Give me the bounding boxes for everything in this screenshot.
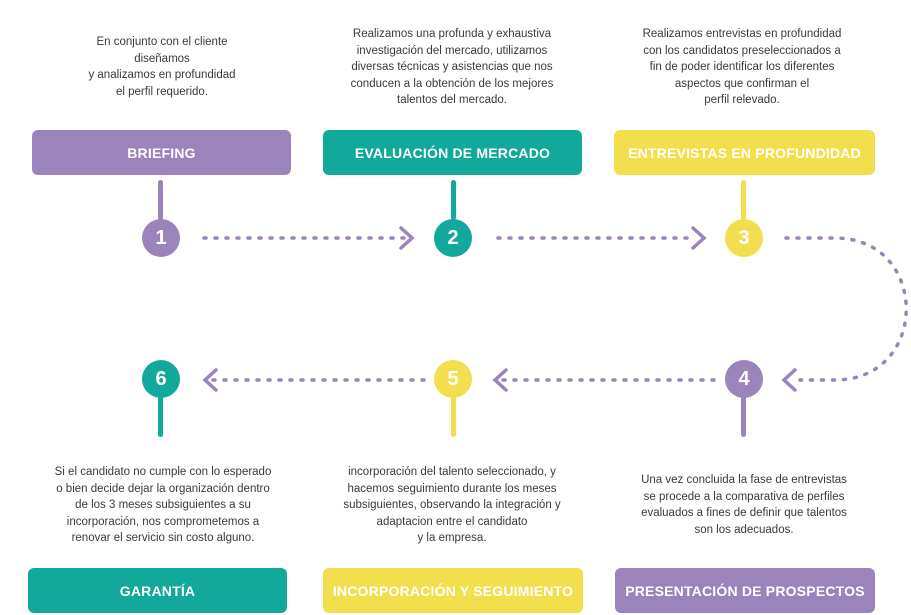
- step-6-circle: 6: [142, 360, 180, 398]
- step-6-stem: [158, 396, 163, 437]
- step-4-description: Una vez concluida la fase de entrevistas…: [641, 474, 847, 536]
- step-6-description: Si el candidato no cumple con lo esperad…: [54, 466, 272, 544]
- step-6-banner: GARANTÍA: [28, 568, 287, 613]
- step-3-banner: ENTREVISTAS EN PROFUNDIDAD: [614, 130, 875, 175]
- arrowhead-to-step-4: [781, 368, 797, 392]
- arrowhead-to-step-2: [399, 226, 415, 250]
- step-3-stem: [741, 180, 746, 220]
- step-5-stem: [451, 396, 456, 437]
- step-1-stem: [158, 180, 163, 220]
- step-3-description: Realizamos entrevistas en profundidad co…: [642, 28, 842, 106]
- connector-3-4: [784, 236, 908, 382]
- step-2-circle: 2: [434, 219, 472, 257]
- step-4-circle: 4: [725, 360, 763, 398]
- step-2-stem: [451, 180, 456, 220]
- step-4-stem: [741, 396, 746, 437]
- step-3-circle: 3: [725, 219, 763, 257]
- step-2-description: Realizamos una profunda y exhaustiva inv…: [350, 28, 554, 106]
- step-1-circle: 1: [142, 219, 180, 257]
- step-5-circle: 5: [434, 360, 472, 398]
- step-2-banner: EVALUACIÓN DE MERCADO: [323, 130, 582, 175]
- step-1-description: En conjunto con el cliente diseñamos y a…: [88, 36, 236, 98]
- step-5-description: incorporación del talento seleccionado, …: [343, 466, 561, 544]
- step-1-banner: BRIEFING: [32, 130, 291, 175]
- arrowhead-to-step-5: [492, 368, 508, 392]
- step-4-banner: PRESENTACIÓN DE PROSPECTOS: [615, 568, 875, 613]
- step-5-banner: INCORPORACIÓN Y SEGUIMIENTO: [323, 568, 583, 613]
- arrowhead-to-step-6: [202, 368, 218, 392]
- arrowhead-to-step-3: [691, 226, 707, 250]
